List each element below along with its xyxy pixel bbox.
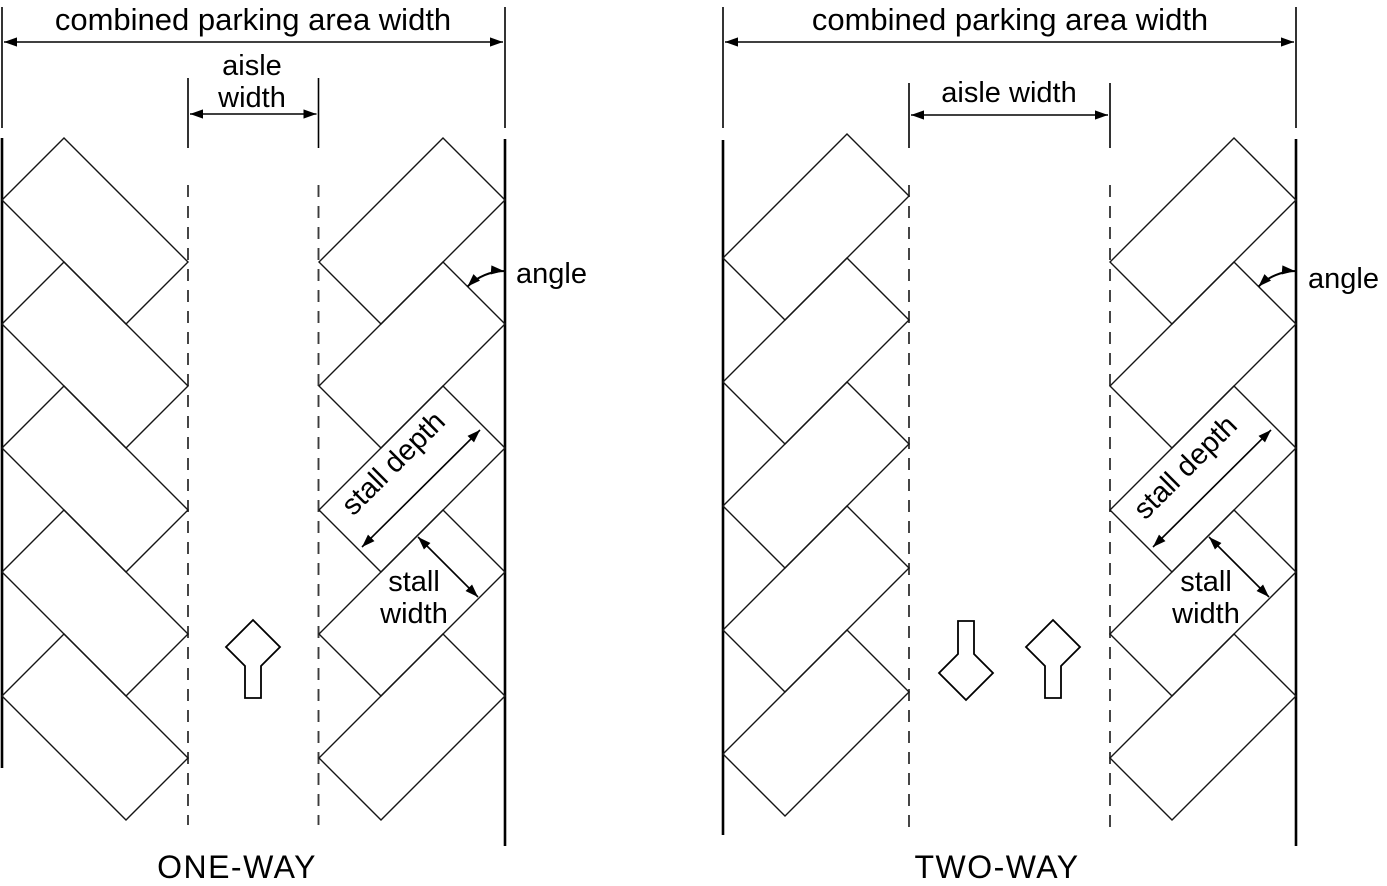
- stall-depth-arrow: [1152, 429, 1272, 548]
- parking-stall: [722, 505, 910, 693]
- stall-width-arrow: [417, 536, 479, 598]
- aisle-width-arrow-head: [911, 110, 924, 120]
- combined-width-arrow-head: [725, 37, 738, 47]
- combined-width-arrow: [725, 37, 1294, 47]
- up-traffic-arrow: [224, 618, 282, 699]
- stall-width-arrow-head: [1209, 537, 1222, 550]
- stall-width-label: stall: [388, 566, 440, 598]
- diagram-title: TWO-WAY: [914, 849, 1079, 885]
- angle-arc-head: [490, 265, 504, 275]
- combined-width-label: combined parking area width: [55, 2, 451, 37]
- stall-rows: [722, 133, 1297, 821]
- stall-width-arrow-head: [465, 584, 478, 597]
- stall-width-arrow-line: [417, 536, 479, 598]
- stall-depth-arrow: [361, 429, 481, 548]
- angle-callout: angle: [466, 258, 587, 290]
- stall-width-arrow: [1208, 536, 1270, 598]
- angle-label: angle: [516, 258, 587, 290]
- parking-stall: [722, 133, 910, 321]
- stall-width-arrow-line: [1208, 536, 1270, 598]
- angle-arc-head: [1258, 274, 1271, 287]
- dimension-aisle-width: aisle width: [908, 77, 1111, 148]
- parking-stall: [1, 633, 189, 821]
- parking-stall: [1109, 633, 1297, 821]
- stall-depth-arrow-head: [1153, 534, 1166, 547]
- stall-width-arrow-head: [1256, 584, 1269, 597]
- aisle-width-arrow-head: [190, 109, 203, 119]
- stall-depth-arrow-head: [1258, 430, 1271, 443]
- combined-width-arrow-head: [490, 37, 503, 47]
- stall-depth-arrow-line: [1152, 429, 1272, 548]
- stall-depth-arrow-head: [362, 534, 375, 547]
- stall-depth-arrow-line: [361, 429, 481, 548]
- aisle-width-label: width: [217, 82, 286, 114]
- dimension-combined-width: combined parking area width: [722, 2, 1297, 128]
- one-way-diagram: combined parking area widthaislewidthang…: [0, 2, 587, 885]
- stall-rows: [1, 137, 506, 821]
- dimension-combined-width: combined parking area width: [1, 2, 506, 128]
- aisle-width-label: aisle width: [941, 77, 1076, 109]
- angle-arc-head: [467, 274, 480, 287]
- angle-callout: angle: [1257, 263, 1379, 295]
- combined-width-arrow-head: [4, 37, 17, 47]
- aisle-width-arrow: [911, 110, 1108, 120]
- aisle-width-arrow: [190, 109, 317, 119]
- aisle-width-arrow-head: [1095, 110, 1108, 120]
- combined-width-label: combined parking area width: [812, 2, 1208, 37]
- aisle-width-label: aisle: [222, 50, 282, 82]
- two-way-diagram: combined parking area width aisle width an…: [721, 2, 1379, 885]
- parking-stall: [318, 633, 506, 821]
- up-traffic-arrow: [1024, 618, 1082, 699]
- stall-width-label: width: [1171, 598, 1240, 630]
- stall-width-label: width: [379, 598, 448, 630]
- angle-label: angle: [1308, 263, 1379, 295]
- combined-width-arrow-head: [1281, 37, 1294, 47]
- stall-depth-arrow-head: [467, 430, 480, 443]
- parking-stall: [722, 257, 910, 445]
- stall-depth-label: stall depth: [336, 406, 452, 522]
- combined-width-arrow: [4, 37, 503, 47]
- angle-arc-head: [1281, 265, 1295, 275]
- stall-width-arrow-head: [418, 537, 431, 550]
- stall-width-label: stall: [1180, 566, 1232, 598]
- aisle-width-arrow-head: [303, 109, 317, 119]
- stall-depth-label: stall depth: [1128, 410, 1244, 526]
- parking-stall: [722, 629, 910, 817]
- diagram-title: ONE-WAY: [157, 849, 317, 885]
- parking-stall: [722, 381, 910, 569]
- down-traffic-arrow: [937, 620, 995, 702]
